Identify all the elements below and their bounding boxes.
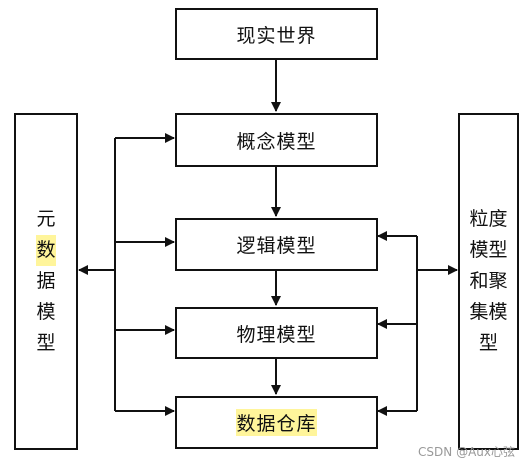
real-world-box: 现实世界 (175, 8, 378, 60)
metadata-model-char: 据 (36, 270, 56, 292)
metadata-model-char: 模 (36, 301, 56, 323)
data-warehouse-label: 数据仓库 (236, 409, 317, 436)
granularity-model-line: 集模 (469, 301, 508, 323)
logical-model-box: 逻辑模型 (175, 218, 378, 271)
metadata-model-char: 元 (36, 208, 56, 230)
granularity-model-line: 和聚 (469, 270, 508, 292)
granularity-aggregation-model-box: 粒度 模型 和聚 集模 型 (458, 113, 519, 450)
conceptual-model-label: 概念模型 (236, 130, 317, 153)
granularity-model-line: 模型 (469, 239, 508, 261)
physical-model-label: 物理模型 (236, 323, 317, 346)
conceptual-model-box: 概念模型 (175, 113, 378, 167)
granularity-model-line: 型 (478, 332, 498, 354)
metadata-model-char: 型 (36, 332, 56, 354)
data-warehouse-box: 数据仓库 (175, 396, 378, 449)
physical-model-box: 物理模型 (175, 307, 378, 359)
metadata-model-box: 元 数 据 模 型 (14, 113, 78, 450)
metadata-model-char: 数 (36, 235, 56, 266)
csdn-watermark: CSDN @Aux心弦 (418, 445, 515, 459)
logical-model-label: 逻辑模型 (236, 235, 317, 257)
granularity-model-line: 粒度 (469, 208, 508, 230)
real-world-label: 现实世界 (236, 24, 317, 47)
